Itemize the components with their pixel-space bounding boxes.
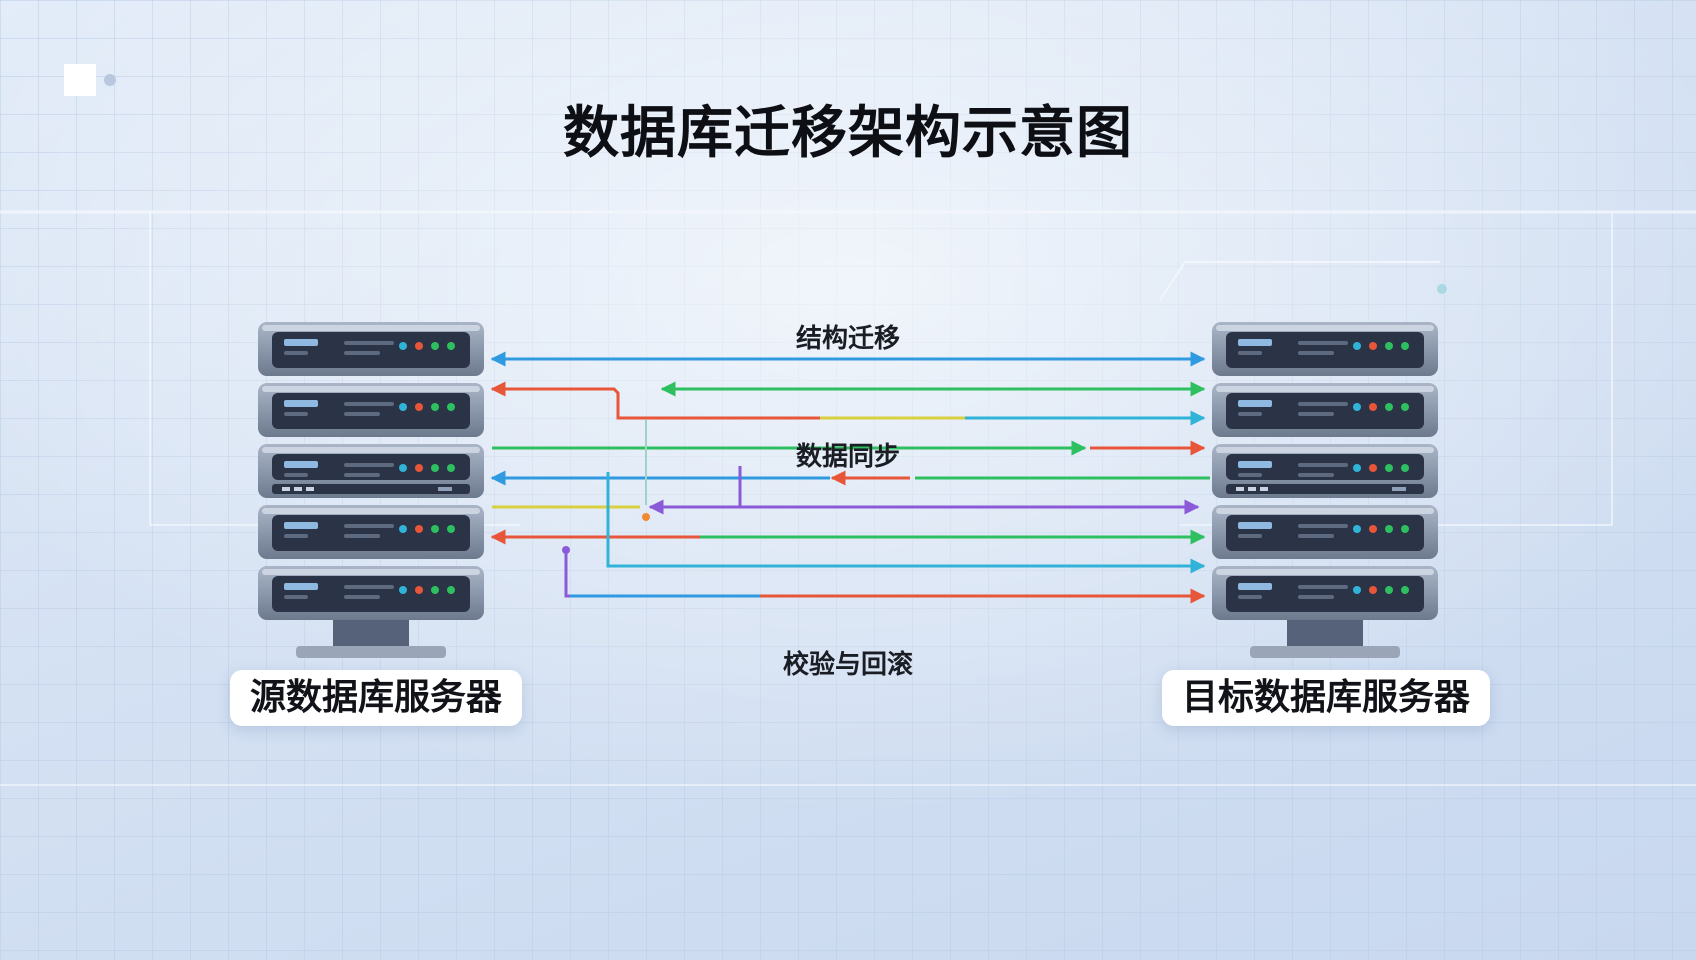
server-stand <box>333 620 409 648</box>
server-led-icon <box>447 586 455 594</box>
server-led-icon <box>431 586 439 594</box>
server-led-icon <box>1401 403 1409 411</box>
server-led-icon <box>1401 586 1409 594</box>
server-led-icon <box>1401 464 1409 472</box>
flow-label-verify-rollback: 校验与回滚 <box>782 650 913 680</box>
arrow-cyan-lower <box>606 472 1206 574</box>
target-server-icon <box>1212 322 1438 658</box>
server-unit <box>258 383 484 437</box>
server-led-icon <box>399 464 407 472</box>
server-unit <box>258 322 484 376</box>
server-led-icon <box>447 342 455 350</box>
server-led-icon <box>399 525 407 533</box>
server-led-icon <box>1353 586 1361 594</box>
corner-square-icon <box>64 64 96 96</box>
server-led-icon <box>1385 342 1393 350</box>
server-led-icon <box>431 464 439 472</box>
server-led-icon <box>415 586 423 594</box>
flow-arrows <box>490 351 1210 604</box>
server-unit <box>1212 444 1438 498</box>
server-led-icon <box>415 525 423 533</box>
server-led-icon <box>399 403 407 411</box>
arrow-rollback <box>564 548 760 598</box>
server-led-icon <box>431 525 439 533</box>
server-unit <box>258 505 484 559</box>
server-led-icon <box>1385 586 1393 594</box>
server-led-icon <box>1401 525 1409 533</box>
server-unit <box>258 444 484 498</box>
server-led-icon <box>1385 403 1393 411</box>
server-led-icon <box>447 525 455 533</box>
server-led-icon <box>431 403 439 411</box>
server-base <box>1250 646 1400 658</box>
server-led-icon <box>1385 525 1393 533</box>
flow-label-structure: 结构迁移 <box>795 324 900 354</box>
flow-label-sync: 数据同步 <box>795 442 900 472</box>
server-led-icon <box>399 342 407 350</box>
source-server-label: 源数据库服务器 <box>230 670 523 726</box>
server-led-icon <box>1369 342 1377 350</box>
server-led-icon <box>431 342 439 350</box>
server-led-icon <box>415 403 423 411</box>
server-led-icon <box>1369 464 1377 472</box>
server-led-icon <box>415 464 423 472</box>
server-led-icon <box>1353 464 1361 472</box>
server-unit <box>1212 505 1438 559</box>
server-led-icon <box>1353 342 1361 350</box>
server-unit <box>1212 322 1438 376</box>
corner-dot-icon <box>104 74 116 86</box>
server-base <box>296 646 446 658</box>
server-unit <box>258 566 484 620</box>
page-title: 数据库迁移架构示意图 <box>563 101 1133 166</box>
server-led-icon <box>1369 586 1377 594</box>
server-led-icon <box>415 342 423 350</box>
arrow-red-yellow-cyan <box>490 381 1204 420</box>
server-led-icon <box>399 586 407 594</box>
server-led-icon <box>1369 525 1377 533</box>
rollback-dot <box>562 546 570 554</box>
target-server-label: 目标数据库服务器 <box>1162 670 1491 726</box>
server-led-icon <box>1353 525 1361 533</box>
junction-dot <box>642 513 650 521</box>
server-led-icon <box>447 464 455 472</box>
server-led-icon <box>447 403 455 411</box>
server-unit <box>1212 383 1438 437</box>
server-led-icon <box>1353 403 1361 411</box>
server-led-icon <box>1385 464 1393 472</box>
server-unit <box>1212 566 1438 620</box>
server-led-icon <box>1369 403 1377 411</box>
server-led-icon <box>1401 342 1409 350</box>
server-stand <box>1287 620 1363 648</box>
source-server-icon <box>258 322 484 658</box>
